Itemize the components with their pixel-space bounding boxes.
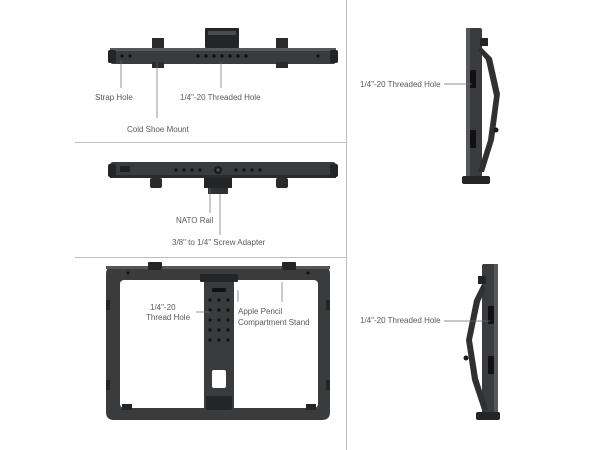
thread-hole-label-line1: 1/4"-20 [150,303,176,312]
side-upper-threaded-hole-label: 1/4"-20 Threaded Hole [360,80,441,89]
side-lower-threaded-hole-label: 1/4"-20 Threaded Hole [360,316,441,325]
front-view-cage-image [106,262,330,420]
screw-adapter-label: 3/8" to 1/4" Screw Adapter [172,238,266,247]
side-view-lower-image [444,264,500,420]
side-view-upper-image [444,28,500,184]
cold-shoe-label: Cold Shoe Mount [127,125,189,134]
horizontal-divider-lower [75,257,346,258]
threaded-hole-label-top: 1/4"-20 Threaded Hole [180,93,261,102]
strap-hole-label: Strap Hole [95,93,133,102]
nato-rail-label: NATO Rail [176,216,214,225]
bottom-view-cage-image [108,162,338,235]
top-view-cage-image [108,28,338,118]
vertical-divider [346,0,347,450]
pencil-stand-label-line2: Compartment Stand [238,318,310,327]
horizontal-divider-upper [75,142,346,143]
thread-hole-label-line2: Thread Hole [146,313,191,322]
pencil-stand-label-line1: Apple Pencil [238,307,283,316]
